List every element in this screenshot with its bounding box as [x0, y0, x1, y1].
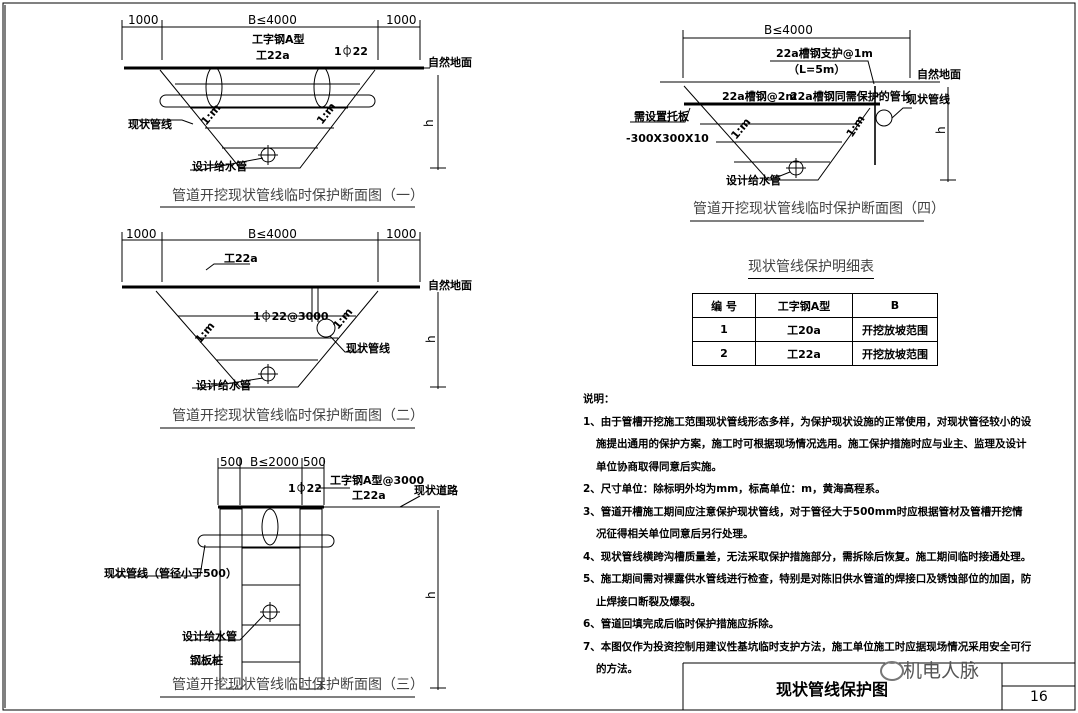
table-row: 1 工20a 开挖放坡范围: [692, 317, 938, 342]
note-line: 单位协商取得同意后实施。: [596, 460, 722, 473]
fig2-existing-pipe: 现状管线: [346, 341, 390, 355]
fig1-slope-left: 1:m: [198, 102, 223, 128]
fig2-h: h: [424, 335, 438, 343]
page-number: 16: [1030, 689, 1048, 705]
table-cell: 开挖放坡范围: [852, 317, 938, 342]
fig4-support-len: （L=5m）: [788, 63, 845, 76]
fig4-channel1: 22a槽钢@2m: [722, 89, 797, 103]
table-cell: 工22a: [755, 341, 853, 366]
fig2-dim-right: 1000: [386, 227, 417, 241]
table-header: 编 号: [692, 293, 756, 318]
table-cell: 工20a: [755, 317, 853, 342]
fig1-h: h: [422, 119, 436, 127]
fig2-rod-label: 1⏀22@3000: [253, 309, 329, 323]
fig3-dim-left: 500: [220, 455, 243, 469]
fig2-ground: 自然地面: [428, 278, 472, 292]
fig1-dim-mid: B≤4000: [248, 13, 297, 27]
table-cell: 1: [692, 317, 756, 342]
table-header: B: [852, 293, 938, 318]
fig4-h: h: [934, 126, 948, 134]
fig1-beam-size: 工22a: [256, 49, 290, 62]
fig1-dim-left: 1000: [128, 13, 159, 27]
fig3-pile: 钢板桩: [190, 653, 223, 667]
table-header-row: 编 号 工字钢A型 B: [692, 293, 938, 318]
note-line: 5、施工期间需对裸露供水管线进行检查，特别是对陈旧供水管道的焊接口及锈蚀部位的加…: [583, 573, 1032, 585]
note-line: 2、尺寸单位：除标明外均为mm，标高单位：m，黄海高程系。: [583, 483, 886, 495]
fig1-ground: 自然地面: [428, 55, 472, 69]
fig4-plate-size: -300X300X10: [626, 132, 709, 145]
fig1-beam-label: 工字钢A型: [252, 32, 305, 46]
fig3-rod-label: 1⏀22: [288, 481, 322, 495]
table-title: 现状管线保护明细表: [748, 256, 874, 279]
fig3-beam-size: 工22a: [352, 489, 386, 502]
note-line: 4、现状管线横跨沟槽质量差，无法采取保护措施部分，需拆除后恢复。施工期间临时接通…: [583, 550, 1032, 563]
fig2-dim-mid: B≤4000: [248, 227, 297, 241]
note-line: 况征得相关单位同意后另行处理。: [596, 528, 754, 540]
fig4-dim-mid: B≤4000: [764, 23, 813, 37]
note-line: 7、本图仅作为投资控制用建议性基坑临时支护方法，施工单位施工时应据现场情况采用安…: [583, 640, 1032, 653]
wechat-icon: [880, 661, 904, 681]
fig2-caption: 管道开挖现状管线临时保护断面图（二）: [172, 408, 424, 424]
fig3-caption: 管道开挖现状管线临时保护断面图（三）: [172, 677, 424, 693]
section-figure-4: B≤4000 22a槽钢支护@1m （L=5m） 自然地面 现状管线 22a槽钢…: [626, 23, 961, 222]
fig4-channel2: 22a槽钢同需保护的管长: [790, 89, 913, 103]
fig4-caption: 管道开挖现状管线临时保护断面图（四）: [693, 201, 945, 217]
fig3-dim-right: 500: [303, 455, 326, 469]
watermark-text: 机电人脉: [903, 660, 980, 682]
fig3-dim-mid: B≤2000: [250, 455, 299, 469]
note-line: 6、管道回填完成后临时保护措施应拆除。: [583, 618, 780, 630]
fig3-beam-label: 工字钢A型@3000: [330, 473, 424, 487]
fig4-water-pipe: 设计给水管: [726, 173, 781, 187]
notes-title: 说明：: [583, 393, 615, 405]
note-line: 1、由于管槽开挖施工范围现状管线形态多样，为保护现状设施的正常使用，对现状管径较…: [583, 415, 1032, 428]
fig3-h: h: [424, 591, 438, 599]
fig1-caption: 管道开挖现状管线临时保护断面图（一）: [172, 188, 424, 204]
pipe-protection-table: 编 号 工字钢A型 B 1 工20a 开挖放坡范围 2 工22a 开挖放坡范围: [692, 293, 938, 366]
drawing-title: 现状管线保护图: [776, 680, 889, 699]
fig3-water-pipe: 设计给水管: [182, 629, 237, 643]
fig4-ground: 自然地面: [917, 67, 961, 81]
fig1-dim-right: 1000: [386, 13, 417, 27]
note-line: 的方法。: [596, 663, 638, 675]
fig2-slope-left: 1:m: [192, 320, 217, 346]
fig2-dim-left: 1000: [126, 227, 157, 241]
table-cell: 2: [692, 341, 756, 366]
fig4-slope-left: 1:m: [728, 116, 753, 142]
section-figure-3: 500 B≤2000 500 工字钢A型@3000 工22a 1⏀22 现状道路…: [104, 455, 459, 698]
section-figure-1: 1000 B≤4000 1000 工字钢A型 工22a 1⏀22 自然地面 1:…: [121, 13, 472, 208]
note-line: 3、管道开槽施工期间应注意保护现状管线，对于管径大于500mm时应根据管材及管槽…: [583, 505, 1023, 518]
table-row: 2 工22a 开挖放坡范围: [692, 341, 938, 366]
fig1-water-pipe: 设计给水管: [192, 159, 247, 173]
fig1-existing-pipe: 现状管线: [128, 117, 172, 131]
fig4-plate: 需设置托板: [634, 109, 690, 123]
fig3-road: 现状道路: [414, 483, 459, 497]
note-line: 施提出通用的保护方案，施工时可根据现场情况选用。施工保护措施时应与业主、监理及设…: [596, 438, 1027, 450]
notes-block: 说明： 1、由于管槽开挖施工范围现状管线形态多样，为保护现状设施的正常使用，对现…: [583, 388, 1032, 681]
fig4-existing-pipe: 现状管线: [906, 92, 950, 106]
fig2-slope-right: 1:m: [330, 306, 355, 332]
table-cell: 开挖放坡范围: [852, 341, 938, 366]
fig4-support: 22a槽钢支护@1m: [776, 46, 873, 60]
fig2-beam-size: 工22a: [224, 252, 258, 265]
fig3-existing-pipe: 现状管线（管径小于500）: [104, 566, 237, 580]
table-header: 工字钢A型: [755, 293, 853, 318]
fig1-rod-label: 1⏀22: [334, 44, 368, 58]
section-figure-2: 1000 B≤4000 1000 工22a 自然地面 1⏀22@3000 现状管…: [121, 227, 472, 429]
fig2-water-pipe: 设计给水管: [196, 378, 251, 392]
note-line: 止焊接口断裂及爆裂。: [596, 595, 701, 608]
